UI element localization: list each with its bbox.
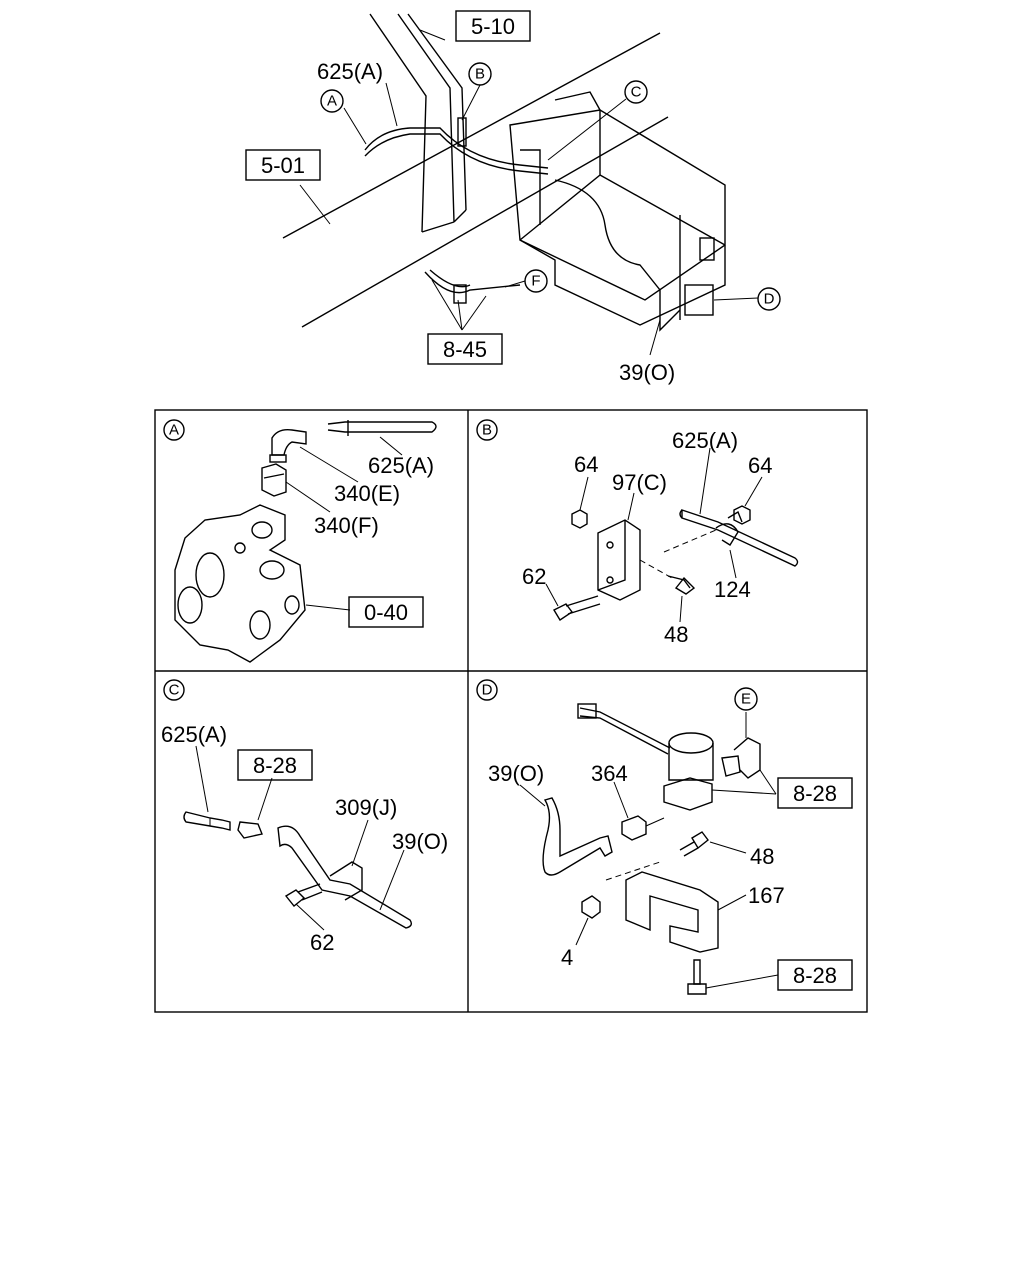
panel-a-title: A [163,419,185,441]
svg-text:A: A [169,422,179,439]
panel-b-label-48: 48 [664,622,688,647]
ref-box-8-28-d-lower [777,959,853,991]
panel-c-label-625a: 625(A) [161,722,227,747]
panel-b-label-62: 62 [522,564,546,589]
detail-panel-grid [154,409,868,1013]
panel-a-label-340f: 340(F) [314,513,379,538]
panel-a-label-625a: 625(A) [368,453,434,478]
panel-c-label-309j: 309(J) [335,795,397,820]
svg-text:A: A [327,93,337,110]
ref-label-8-45: 8-45 [443,337,487,362]
panel-a: A [163,419,437,663]
overview-drawing [282,13,759,356]
callout-e: E [734,687,758,711]
panel-d-label-364: 364 [591,761,628,786]
ref-box-5-01 [245,149,321,181]
ref-box-8-28-c [237,749,313,781]
svg-text:C: C [631,84,642,101]
ref-box-8-45 [427,333,503,365]
panel-d-label-167: 167 [748,883,785,908]
callout-d: D [757,287,781,311]
panel-b-label-625a: 625(A) [672,428,738,453]
panel-d: D E [476,679,779,995]
ref-box-5-10 [455,10,531,42]
panel-c-title: C [163,679,185,701]
svg-text:F: F [531,273,540,290]
callout-f: F [524,269,548,293]
part-label-39o: 39(O) [619,360,675,385]
panel-a-label-340e: 340(E) [334,481,400,506]
panel-b-label-97c: 97(C) [612,470,667,495]
ref-label-8-28-d-upper: 8-28 [793,781,837,806]
ref-box-0-40 [348,596,424,628]
panel-d-label-39o: 39(O) [488,761,544,786]
panel-b-label-64-right: 64 [748,453,772,478]
panel-d-label-4: 4 [561,945,573,970]
panel-d-title: D [476,679,498,701]
panel-b-label-124: 124 [714,577,751,602]
panel-b: B [476,419,799,623]
part-label-625a: 625(A) [317,59,383,84]
callout-b: B [468,62,492,86]
ref-label-5-10: 5-10 [471,14,515,39]
callout-c: C [624,80,648,104]
svg-text:B: B [482,422,492,439]
panel-d-label-48: 48 [750,844,774,869]
svg-text:C: C [169,682,180,699]
panel-b-label-64-left: 64 [574,452,598,477]
panel-b-title: B [476,419,498,441]
ref-box-8-28-d-upper [777,777,853,809]
svg-text:D: D [764,291,775,308]
ref-label-8-28-c: 8-28 [253,753,297,778]
ref-label-5-01: 5-01 [261,153,305,178]
svg-text:D: D [482,682,493,699]
panel-c-label-62: 62 [310,930,334,955]
callout-a: A [320,89,344,113]
ref-label-8-28-d-lower: 8-28 [793,963,837,988]
panel-c: C [163,679,413,931]
ref-label-0-40: 0-40 [364,600,408,625]
svg-text:E: E [741,691,751,708]
svg-text:B: B [475,66,485,83]
panel-c-label-39o: 39(O) [392,829,448,854]
